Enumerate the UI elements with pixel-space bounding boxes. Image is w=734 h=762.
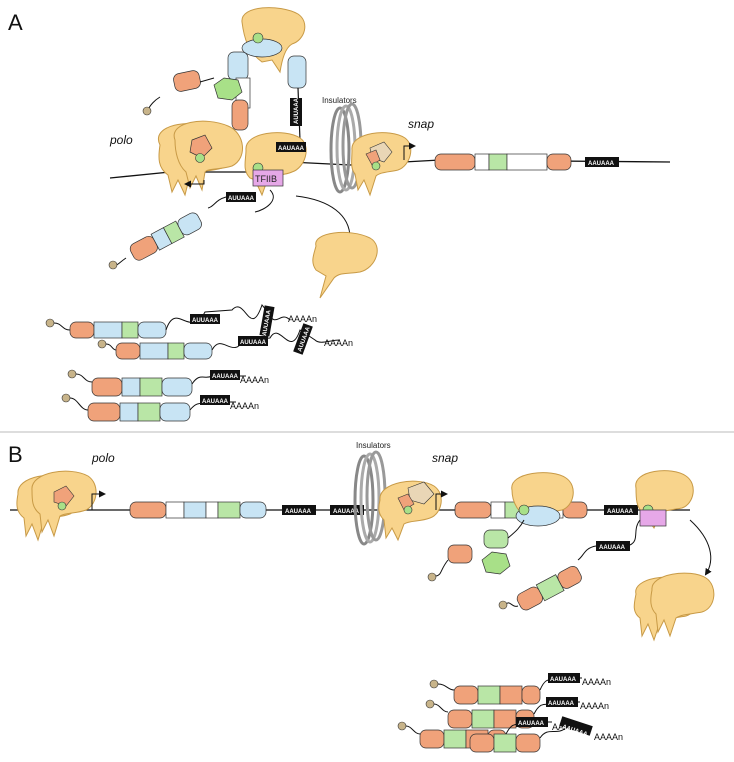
polo-polymerase-complex — [157, 120, 243, 197]
stack-a-transcript-1: AUUAAA AUUAAA AAAAn — [45, 304, 317, 339]
panel-a-insulators-label: Insulators — [322, 96, 357, 105]
panel-a-snap-polymerase — [351, 132, 412, 197]
stack-b-transcript-1: AAUAAA AAAAn — [429, 673, 611, 705]
stack-b2-motif: AAUAAA — [548, 701, 575, 707]
stack-a2-motif: AUUAAA — [240, 340, 267, 346]
panel-b-released-transcript — [498, 566, 582, 611]
stack-b-transcript-2: AAUAAA AAAAn — [425, 697, 609, 729]
stack-b4-polyA: AAAAn — [594, 732, 623, 742]
panel-a-snap-promoter-arrow — [403, 142, 416, 160]
panel-a-release-arrow — [295, 195, 354, 240]
stack-a-transcript-4: AAUAAA AAAAn — [61, 393, 259, 422]
panel-b-elongating-polymerase — [427, 472, 574, 582]
stack-a1-motif-2: AUUAAA — [262, 309, 273, 336]
panel-a-snap-gene: AAUAAA — [434, 153, 619, 171]
panel-a-released-transcript: AUUAAA — [108, 192, 256, 270]
panel-b-released-polymerase — [633, 572, 715, 642]
tfiib-site-motif: AAUAAA — [278, 146, 305, 152]
panel-b-terminating-polymerase: AAUAAA — [577, 470, 694, 561]
stack-a-transcript-3: AAUAAA AAAAn — [67, 369, 269, 397]
stack-a1-motif: AUUAAA — [192, 318, 219, 324]
panel-b-polo-polymerase — [16, 470, 97, 542]
panel-b-polo-label: polo — [91, 451, 115, 465]
tfiib-polymerase-complex: AAUAAA TFIIB — [244, 132, 307, 213]
loop-auuaaa-motif: AUUAAA — [294, 97, 300, 124]
panel-a-snap-label: snap — [408, 117, 434, 131]
panel-a-mrna-stack: AUUAAA AUUAAA AAAAn AUUAAA AUUAAA AAAAn — [45, 304, 353, 422]
stack-b2-polyA: AAAAn — [580, 701, 609, 711]
stack-a4-motif: AAUAAA — [202, 399, 229, 405]
panel-b-polo-gene: AAUAAA AAUAAA — [129, 501, 364, 519]
panel-a-snap-motif: AAUAAA — [588, 161, 615, 167]
polo-promoter-arrow — [184, 180, 205, 188]
panel-a-polo-label: polo — [109, 133, 133, 147]
stack-b1-motif: AAUAAA — [550, 677, 577, 683]
top-polymerase-complex: AUUAAA — [213, 7, 307, 141]
panel-b-snap-label: snap — [432, 451, 458, 465]
stack-a1-polyA: AAAAn — [288, 314, 317, 324]
stack-a2-polyA: AAAAn — [324, 338, 353, 348]
panel-b-letter: B — [8, 442, 23, 467]
tfiib-label: TFIIB — [255, 174, 277, 184]
stack-a-transcript-2: AUUAAA AUUAAA AAAAn — [97, 323, 353, 360]
stack-b1-polyA: AAAAn — [582, 677, 611, 687]
panel-b-snap-polymerase — [378, 480, 442, 542]
panel-b-polo-motif-1: AAUAAA — [285, 509, 312, 515]
stack-b3-motif: AAUAAA — [518, 721, 545, 727]
panel-b-snap-motif: AAUAAA — [607, 509, 634, 515]
panel-b-polo-motif-2: AAUAAA — [333, 509, 360, 515]
upper-left-transcript — [142, 70, 215, 116]
panel-b-polo-promoter-arrow — [91, 490, 106, 510]
stack-a3-motif: AAUAAA — [212, 374, 239, 380]
panel-b-term-motif: AAUAAA — [599, 545, 626, 551]
panel-a-released-polymerase — [312, 232, 378, 299]
stack-a3-polyA: AAAAn — [240, 375, 269, 385]
panel-b-insulators-label: Insulators — [356, 441, 391, 450]
panel-b-mrna-stack: AAUAAA AAAAn AAUAAA AAAAn — [397, 673, 623, 753]
stack-a4-polyA: AAAAn — [230, 401, 259, 411]
panel-b: B polo AAUAAA AAUAAA — [8, 441, 715, 753]
panel-b-release-arrow — [689, 519, 712, 576]
panel-a-letter: A — [8, 10, 23, 35]
tfiib-box — [252, 169, 284, 187]
panel-a: A polo AUUAAA — [8, 7, 671, 422]
stack-b-transcript-4: AAUAAA AAAAn — [469, 716, 623, 753]
released-transcript-motif: AUUAAA — [228, 196, 255, 202]
panel-b-snap-promoter-arrow — [435, 490, 448, 510]
